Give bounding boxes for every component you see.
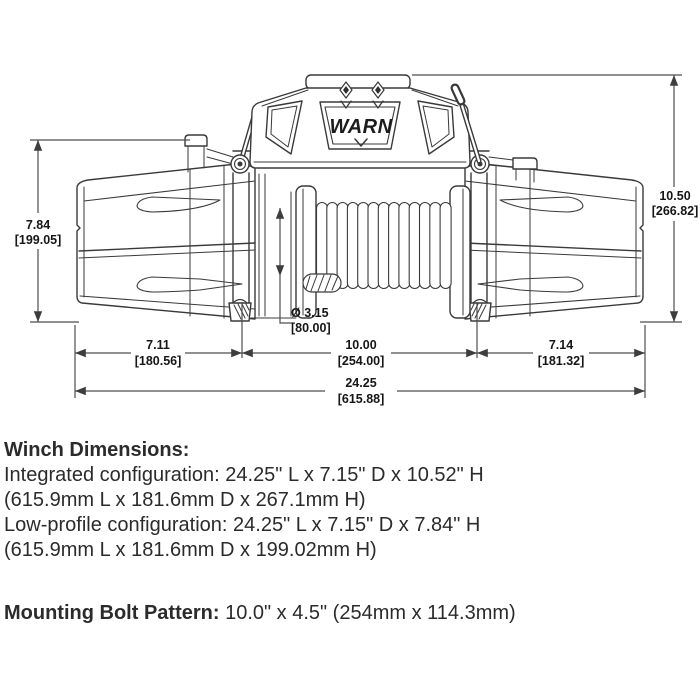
left-tie-bar-boss (230, 154, 250, 174)
dim-height-full-in: 10.50 (659, 189, 690, 203)
dim-overall-length-mm: [615.88] (338, 392, 385, 406)
low-profile-configuration-metric: (615.9mm L x 181.6mm D x 199.02mm H) (4, 539, 377, 561)
dim-overall-length-in: 24.25 (345, 376, 376, 390)
dim-height-low-in: 7.84 (26, 218, 50, 232)
dim-drum-diameter-mm: [80.00] (291, 321, 331, 335)
winch-dimensions-heading: Winch Dimensions: (4, 439, 190, 461)
winch-drum (295, 185, 471, 319)
dim-bolt-left-mm: [180.56] (135, 354, 182, 368)
right-gear-housing (464, 156, 644, 320)
dim-bolt-span-in: 10.00 (345, 338, 376, 352)
left-lower-slot (136, 276, 243, 293)
cap-fastener-icons (339, 81, 385, 109)
dim-height-full-mm: [266.82] (652, 204, 699, 218)
left-motor-housing (76, 134, 256, 320)
dimension-lines (30, 74, 682, 398)
right-wing-vent (417, 100, 455, 155)
left-wing-vent (265, 100, 303, 155)
right-mounting-foot (468, 298, 492, 322)
integrated-configuration-line: Integrated configuration: 24.25" L x 7.1… (4, 464, 484, 486)
left-mounting-foot (228, 298, 252, 322)
dim-height-low-mm: [199.05] (15, 233, 62, 247)
dim-bolt-right-in: 7.14 (549, 338, 573, 352)
winch-dimensions-text-block: Winch Dimensions: Integrated configurati… (4, 438, 664, 563)
left-bracket (184, 134, 208, 147)
dimension-labels: 7.84 [199.05] 10.50 [266.82] 7.11 [180.5… (15, 189, 699, 406)
mounting-bolt-pattern-label: Mounting Bolt Pattern: (4, 602, 220, 624)
winch-drawing (76, 74, 644, 322)
control-pack (249, 74, 471, 169)
drum-right-flange (449, 185, 471, 319)
right-tie-bar-boss (470, 154, 490, 174)
dim-bolt-left-in: 7.11 (146, 338, 170, 352)
dim-drum-diameter-in: Ø 3.15 (291, 306, 329, 320)
rope-anchor-lug (302, 273, 342, 293)
right-bracket (512, 157, 538, 170)
plate-pointer-icon (354, 138, 368, 147)
dim-bolt-right-mm: [181.32] (538, 354, 585, 368)
left-upper-slot (136, 196, 221, 213)
mounting-bolt-pattern-value: 10.0" x 4.5" (254mm x 114.3mm) (219, 602, 516, 624)
integrated-configuration-metric: (615.9mm L x 181.6mm D x 267.1mm H) (4, 489, 366, 511)
dim-bolt-span-mm: [254.00] (338, 354, 385, 368)
low-profile-configuration-line: Low-profile configuration: 24.25" L x 7.… (4, 514, 481, 536)
clutch-lever (450, 83, 482, 164)
drum-supports (228, 172, 492, 322)
right-lower-slot (477, 276, 584, 293)
winch-diagram: WARN (15, 74, 699, 406)
rope-coils (315, 201, 452, 290)
brand-logo-text: WARN (329, 116, 392, 138)
drum-left-flange (295, 185, 317, 319)
right-upper-slot (499, 196, 584, 213)
mounting-bolt-pattern-line: Mounting Bolt Pattern: 10.0" x 4.5" (254… (4, 601, 684, 626)
